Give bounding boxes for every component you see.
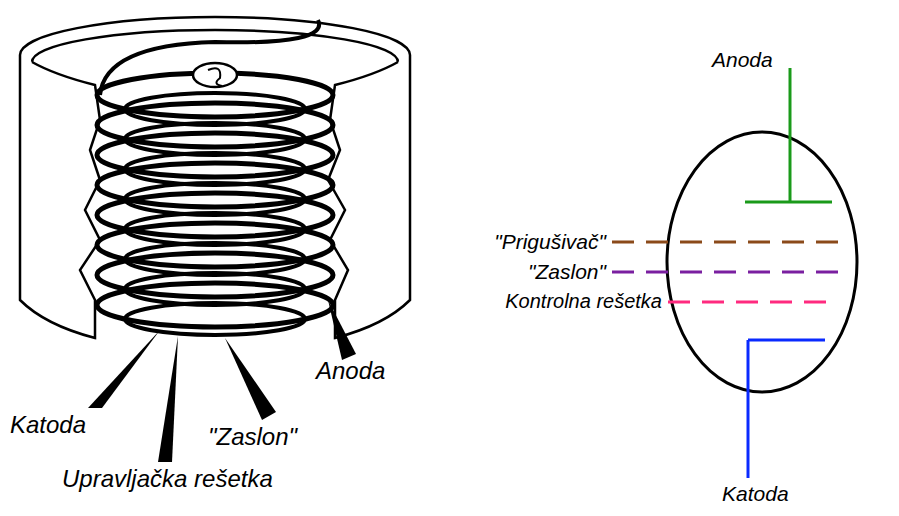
part-label: Katoda [722,482,789,505]
part-label: "Zaslon" [528,260,606,283]
cathode [193,63,237,87]
control-coil [125,213,305,245]
leader [158,336,178,462]
cathode-plate [748,339,825,342]
anode-left-wall [20,55,100,338]
tube-envelope [667,132,857,392]
part-label: Anoda [712,48,773,71]
leader [88,330,160,408]
anode-rim-inner [32,30,398,62]
part-label: Anoda [316,358,385,384]
screen-grid [612,271,838,274]
grid-lead [100,20,319,95]
anode-plate [745,201,832,204]
part-label: Kontrolna rešetka [505,290,662,312]
leader-pointers [88,300,356,462]
leader [328,300,356,360]
control-coil [125,123,305,155]
anode-rim [20,17,410,55]
control-coil [125,153,305,185]
control-coil [125,273,305,305]
suppressor-grid [612,241,842,244]
control-coil [125,183,305,215]
anode-lead [789,68,792,202]
part-label: "Zaslon" [208,424,297,450]
part-label: "Prigušivač" [494,230,606,253]
anode-right-wall [328,55,410,338]
part-label: Upravljačka rešetka [62,466,273,492]
part-label: Katoda [10,412,86,438]
control-coil [125,303,305,335]
leader [225,338,276,420]
control-grid [668,301,836,304]
control-coil [125,243,305,275]
tube-cutaway [20,17,410,338]
control-coil [125,93,305,125]
cathode-lead [747,340,750,478]
grid-helix [97,20,333,335]
